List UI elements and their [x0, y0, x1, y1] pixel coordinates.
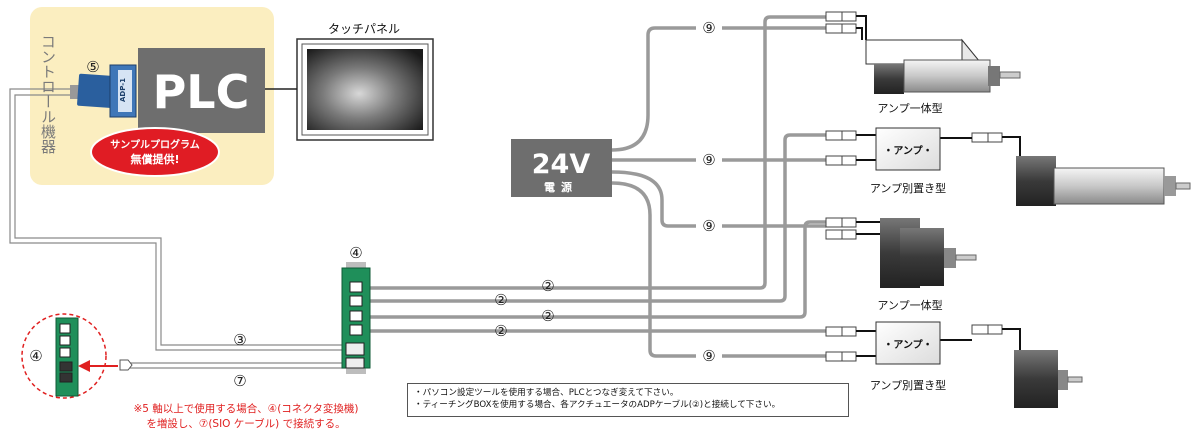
usage-note-box: ・パソコン設定ツールを使用する場合、PLCとつなぎ変えて下さい。 ・ティーチング…	[407, 383, 849, 417]
actuator-label-3: アンプ一体型	[877, 298, 942, 312]
controller-cable-3	[9, 88, 346, 351]
footnote-line-1: ※5 軸以上で使用する場合、④(コネクタ変換機)	[133, 403, 359, 415]
amp-box-label-2: ・アンプ・	[883, 338, 932, 351]
marker-2-a: ②	[541, 277, 554, 295]
adapter-label: ADP-1	[119, 78, 127, 102]
actuator-separate-amp-2	[1014, 350, 1083, 408]
marker-9-a: ⑨	[702, 19, 715, 37]
adp-adapter	[70, 64, 137, 118]
connector-converter	[341, 262, 371, 374]
sio-cable-7	[130, 362, 346, 369]
marker-2-d: ②	[494, 322, 507, 340]
sample-program-line1: サンプルプログラム	[110, 138, 199, 151]
usage-note-line-2: ・ティーチングBOXを使用する場合、各アクチュエータのADPケーブル(②)と接続…	[414, 400, 781, 410]
controller-label: コントロール機器	[39, 34, 57, 154]
marker-4-extra: ④	[29, 347, 42, 365]
expansion-footnote: ※5 軸以上で使用する場合、④(コネクタ変換機) を増設し、⑦(SIO ケーブル…	[96, 402, 396, 432]
sio-connector	[119, 359, 133, 371]
actuator-label-4: アンプ別置き型	[870, 378, 946, 392]
amp-box-2	[875, 321, 941, 365]
marker-3: ③	[233, 331, 246, 349]
red-arrow	[78, 360, 118, 372]
marker-4-converter: ④	[349, 244, 362, 262]
actuator-label-2: アンプ別置き型	[870, 181, 946, 195]
motor-wires	[856, 15, 1021, 357]
sample-program-badge	[90, 127, 220, 177]
touch-panel	[296, 38, 434, 141]
actuator-separate-amp-1	[1016, 156, 1191, 206]
marker-9-d: ⑨	[702, 347, 715, 365]
footnote-line-2: を増設し、⑦(SIO ケーブル) で接続する。	[146, 418, 346, 430]
power-label: 電源	[544, 180, 578, 194]
adp-cables-2	[362, 15, 826, 333]
power-cables-9	[611, 26, 826, 358]
actuator-amp-integrated-2	[880, 218, 977, 288]
marker-7: ⑦	[233, 372, 246, 390]
power-supply-box	[511, 139, 612, 197]
power-voltage: 24V	[532, 149, 591, 180]
expansion-circle	[21, 313, 107, 399]
amp-box-1	[875, 127, 941, 171]
actuator-amp-integrated-1	[865, 38, 1021, 94]
plc-label: PLC	[153, 65, 250, 119]
sample-program-line2: 無償提供!	[130, 152, 179, 166]
marker-2-c: ②	[541, 307, 554, 325]
amp-box-label-1: ・アンプ・	[883, 144, 932, 157]
marker-9-c: ⑨	[702, 217, 715, 235]
touch-panel-label: タッチパネル	[328, 22, 400, 36]
plc-box	[138, 48, 265, 133]
usage-note-line-1: ・パソコン設定ツールを使用する場合、PLCとつなぎ変えて下さい。	[414, 388, 679, 398]
marker-9-b: ⑨	[702, 151, 715, 169]
marker-5: ⑤	[86, 58, 99, 76]
extra-connector-converter	[55, 317, 79, 397]
actuator-label-1: アンプ一体型	[877, 101, 942, 115]
marker-2-b: ②	[494, 291, 507, 309]
